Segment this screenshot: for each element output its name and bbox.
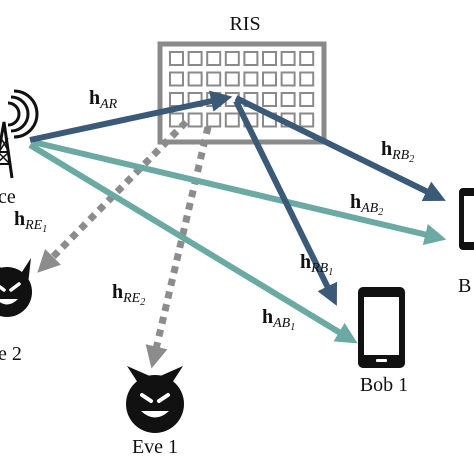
link-h-re2 [145,126,212,369]
ris-element [169,71,184,87]
smartphone-icon [459,188,474,250]
ris-element [169,92,184,107]
ris-element [224,112,240,128]
devil-face-icon [0,258,32,317]
ris-element-grid [169,51,315,128]
link-h-ab2 [32,139,447,246]
ris-element [280,51,296,66]
alice-label: ce [0,186,16,208]
ris-element [187,112,203,128]
label-h-ar: hAR [89,87,118,112]
bob1-label: Bob 1 [360,374,408,396]
label-h-rb1: hRB1 [300,251,333,278]
link-h-ab1 [28,142,358,344]
ris-element [224,71,240,87]
ris-element [169,51,184,66]
eve2-label: e 2 [0,343,22,365]
ris-element [299,112,315,128]
ris-element [243,51,259,66]
devil-face-icon [126,366,184,433]
ris-element [187,71,203,87]
antenna-tower-icon [0,89,39,179]
ris-element [280,92,296,107]
bob2-label: B [458,275,471,297]
ris-element [280,71,296,87]
label-h-re2: hRE2 [112,281,145,308]
ris-element [299,92,315,107]
ris-element [206,112,222,128]
ris-element [187,51,203,66]
ris-element [206,51,222,66]
link-h-rb1 [233,99,338,306]
ris-element [206,71,222,87]
ris-label: RIS [229,13,260,35]
ris-element [299,71,315,87]
ris-element [224,51,240,66]
label-h-rb2: hRB2 [381,138,414,165]
link-h-re1 [37,119,189,273]
eve1-label: Eve 1 [132,436,178,458]
link-h-rb2 [234,95,446,202]
ris-element [262,51,277,66]
ris-element [169,112,184,128]
label-h-ab2: hAB2 [350,191,383,218]
smartphone-icon [358,287,405,368]
label-h-re1: hRE1 [14,208,47,235]
label-h-ab1: hAB1 [262,306,295,333]
link-h-ar [29,90,233,143]
ris-element [262,71,277,87]
ris-element [262,92,277,107]
ris-panel [157,41,327,145]
ris-element [299,51,315,66]
ris-element [243,71,259,87]
